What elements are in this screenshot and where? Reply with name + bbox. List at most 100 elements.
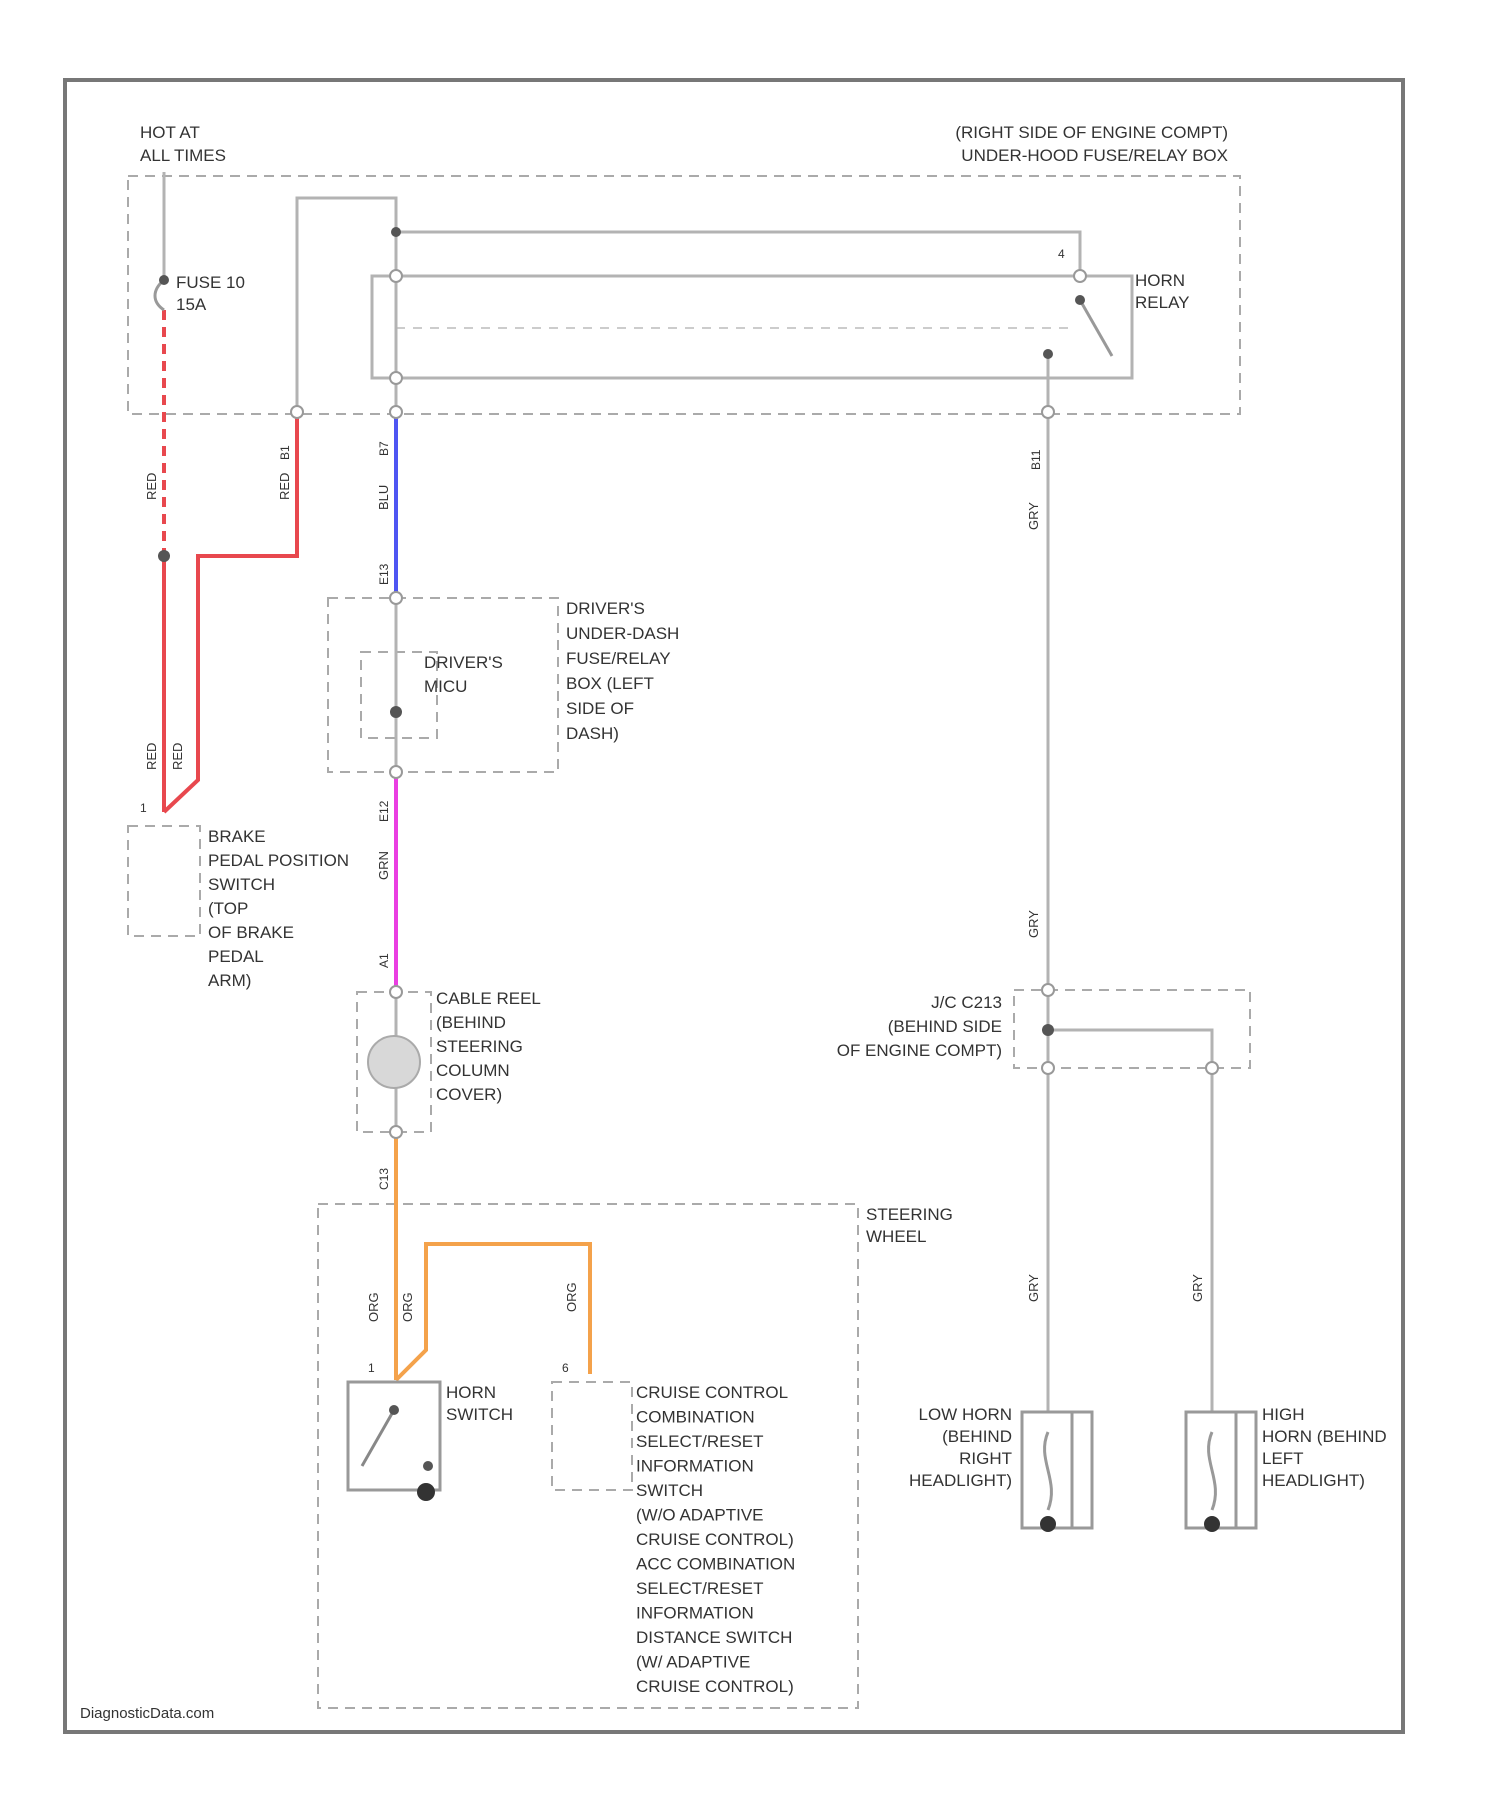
connector-pin	[1042, 1062, 1054, 1074]
connector-pin	[390, 1126, 402, 1138]
label-brake-switch-line: (TOP	[208, 899, 248, 918]
label-low-horn-line: HEADLIGHT)	[909, 1471, 1012, 1490]
wire-label-org: ORG	[564, 1282, 579, 1312]
horn-switch-arm	[362, 1410, 394, 1466]
connector-pin	[390, 766, 402, 778]
wire-label-red: RED	[170, 743, 185, 770]
label-high-horn-line: HORN (BEHIND	[1262, 1427, 1387, 1446]
label-cable-reel-line: STEERING	[436, 1037, 523, 1056]
label-brake-switch-line: OF BRAKE	[208, 923, 294, 942]
label-horn-switch-line: SWITCH	[446, 1405, 513, 1424]
wire-label-gry: GRY	[1190, 1274, 1205, 1302]
wire-orange-b	[396, 1244, 590, 1380]
pin-label: 6	[562, 1361, 569, 1375]
label-cruise-switch-line: CRUISE CONTROL)	[636, 1677, 794, 1696]
label-cruise-switch-line: (W/ ADAPTIVE	[636, 1653, 750, 1672]
label-high-horn-line: HIGH	[1262, 1405, 1305, 1424]
brake-pedal-switch-box	[128, 826, 200, 936]
horn-switch-contact	[389, 1405, 399, 1415]
label-drivers-box-line: FUSE/RELAY	[566, 649, 671, 668]
cable-reel-symbol	[368, 1036, 420, 1088]
label-high-horn-line: HEADLIGHT)	[1262, 1471, 1365, 1490]
label-joint-connector-line: J/C C213	[931, 993, 1002, 1012]
label-cruise-switch-line: CRUISE CONTROL)	[636, 1530, 794, 1549]
label-horn-switch-line: HORN	[446, 1383, 496, 1402]
connector-pin	[1206, 1062, 1218, 1074]
label-brake-switch-line: ARM)	[208, 971, 251, 990]
label-brake-switch-line: BRAKE	[208, 827, 266, 846]
label-high-horn-line: LEFT	[1262, 1449, 1304, 1468]
label-cable-reel-line: COLUMN	[436, 1061, 510, 1080]
label-drivers-box-line: UNDER-DASH	[566, 624, 679, 643]
diagram-frame	[65, 80, 1403, 1732]
wire-label-gry: GRY	[1026, 1274, 1041, 1302]
pin-label: 1	[368, 1361, 375, 1375]
pin-label: B1	[278, 445, 292, 460]
high-horn-symbol	[1186, 1412, 1256, 1532]
connector-pin	[1042, 984, 1054, 996]
label-cruise-switch-line: SELECT/RESET	[636, 1432, 764, 1451]
junction-dot	[391, 227, 401, 237]
wire-gray-relay-top	[396, 232, 1080, 276]
label-fuse-line: 15A	[176, 295, 207, 314]
pin-label: E13	[377, 563, 391, 585]
junction-dot	[158, 550, 170, 562]
wire-label-gry: GRY	[1026, 502, 1041, 530]
label-cable-reel-line: (BEHIND	[436, 1013, 506, 1032]
label-low-horn-line: LOW HORN	[919, 1405, 1013, 1424]
relay-switch-arm	[1080, 300, 1112, 356]
pin-label: C13	[377, 1168, 391, 1190]
label-cruise-switch-line: DISTANCE SWITCH	[636, 1628, 792, 1647]
label-joint-connector-line: OF ENGINE COMPT)	[837, 1041, 1002, 1060]
label-brake-switch-line: PEDAL	[208, 947, 264, 966]
label-drivers-mcu-line: DRIVER'S	[424, 653, 503, 672]
wire-label-red: RED	[277, 473, 292, 500]
label-underhood-box-line: UNDER-HOOD FUSE/RELAY BOX	[961, 146, 1228, 165]
connector-pin	[390, 406, 402, 418]
pin-label: 1	[140, 801, 147, 815]
label-horn-relay-line: HORN	[1135, 271, 1185, 290]
label-cruise-switch-line: INFORMATION	[636, 1457, 754, 1476]
junction-dot	[390, 706, 402, 718]
label-underhood-box-line: (RIGHT SIDE OF ENGINE COMPT)	[955, 123, 1228, 142]
label-drivers-mcu-line: MICU	[424, 677, 467, 696]
pin-label: B11	[1029, 449, 1043, 470]
wire-label-blu: BLU	[376, 485, 391, 510]
label-hot-at-all-times-line: ALL TIMES	[140, 146, 226, 165]
horn-switch-contact	[423, 1461, 433, 1471]
label-horn-relay-line: RELAY	[1135, 293, 1190, 312]
connector-pin	[390, 986, 402, 998]
wire-label-gry: GRY	[1026, 910, 1041, 938]
label-low-horn-line: (BEHIND	[942, 1427, 1012, 1446]
connector-pin	[390, 270, 402, 282]
label-drivers-box-line: SIDE OF	[566, 699, 634, 718]
label-cruise-switch-line: SWITCH	[636, 1481, 703, 1500]
label-drivers-box-line: BOX (LEFT	[566, 674, 654, 693]
label-steering-wheel-line: WHEEL	[866, 1227, 926, 1246]
cruise-switch-box	[552, 1382, 632, 1490]
label-drivers-box-line: DASH)	[566, 724, 619, 743]
pin-label: A1	[377, 953, 391, 968]
label-cable-reel-line: CABLE REEL	[436, 989, 541, 1008]
junction-dot	[1042, 1024, 1054, 1036]
label-cruise-switch-line: (W/O ADAPTIVE	[636, 1506, 764, 1525]
connector-pin	[291, 406, 303, 418]
junction-dot	[1075, 295, 1085, 305]
label-fuse-line: FUSE 10	[176, 273, 245, 292]
label-cruise-switch-line: COMBINATION	[636, 1408, 755, 1427]
wire-label-org: ORG	[400, 1292, 415, 1322]
footer-watermark: DiagnosticData.com	[80, 1705, 214, 1722]
wire-label-grn: GRN	[376, 851, 391, 880]
label-drivers-box-line: DRIVER'S	[566, 599, 645, 618]
label-cable-reel-line: COVER)	[436, 1085, 502, 1104]
label-low-horn-line: RIGHT	[959, 1449, 1012, 1468]
label-cruise-switch-line: SELECT/RESET	[636, 1579, 764, 1598]
label-cruise-switch-line: INFORMATION	[636, 1604, 754, 1623]
wire-label-org: ORG	[366, 1292, 381, 1322]
pin-label: 4	[1058, 247, 1065, 261]
wire-label-red: RED	[144, 743, 159, 770]
low-horn-symbol	[1022, 1412, 1092, 1532]
junction-dot	[159, 275, 169, 285]
label-cruise-switch-line: ACC COMBINATION	[636, 1555, 795, 1574]
label-brake-switch-line: PEDAL POSITION	[208, 851, 349, 870]
